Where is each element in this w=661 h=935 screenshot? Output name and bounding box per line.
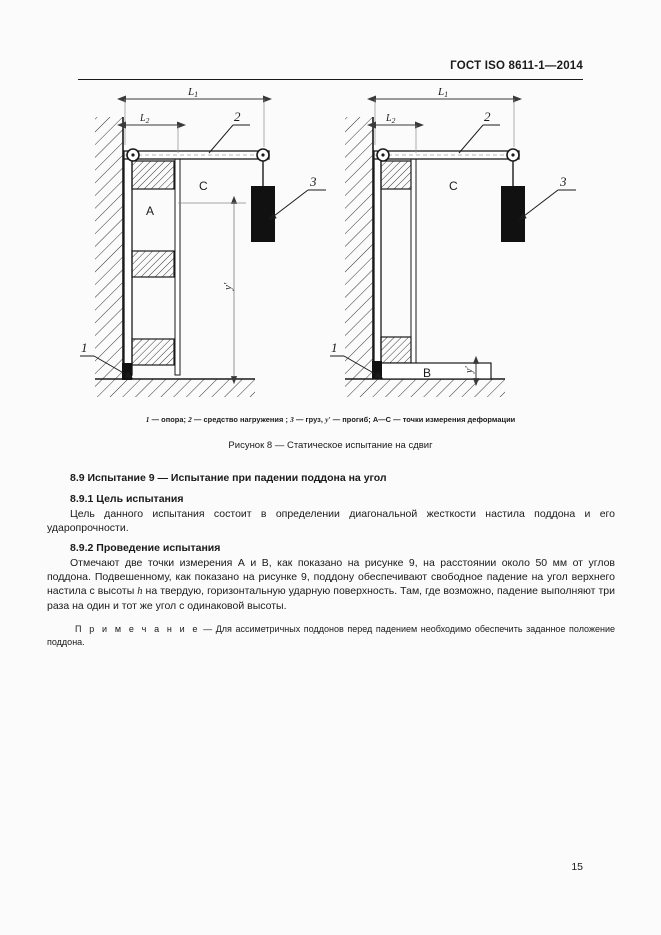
body-content: 8.9 Испытание 9 — Испытание при падении …	[47, 472, 615, 649]
note-text: Для ассиметричных поддонов перед падение…	[47, 623, 615, 647]
legend-item-1: 1	[145, 415, 150, 424]
loading-beam-left	[123, 148, 270, 162]
legend-item-3: 3	[290, 415, 294, 424]
ground-hatching-left	[95, 378, 255, 397]
label-L2-right: L2	[385, 113, 396, 125]
label-point-C: C	[199, 179, 208, 193]
weight-left	[251, 161, 275, 242]
dimension-y-left	[178, 195, 246, 385]
label-callout-1-right: 1	[331, 340, 338, 355]
callout-3-right	[518, 189, 576, 221]
label-point-C-right: C	[449, 179, 458, 193]
note-dash: —	[199, 623, 216, 634]
deck-blocks-right	[380, 160, 412, 364]
dimension-L1-right	[367, 95, 522, 147]
label-callout-3-right: 3	[559, 174, 567, 189]
legend-text-1: — опора;	[149, 415, 189, 424]
standard-header: ГОСТ ISO 8611-1—2014	[450, 60, 583, 72]
callout-2-right	[458, 124, 500, 154]
label-L1-right: L1	[437, 86, 448, 99]
label-L1: L1	[187, 86, 198, 99]
label-callout-3: 3	[309, 174, 317, 189]
dimension-L2-right	[367, 121, 424, 153]
ground-hatching-right	[345, 378, 505, 397]
symbol-h: h	[137, 586, 143, 598]
callout-1-left	[80, 355, 134, 379]
label-callout-2-right: 2	[484, 109, 491, 124]
legend-text-4: — прогиб; А—С — точки измерения деформац…	[330, 415, 516, 424]
loading-beam-right	[373, 148, 520, 162]
figure-caption: Рисунок 8 — Статическое испытание на сдв…	[228, 440, 433, 451]
left-diagram: L1 L2 2 3	[80, 86, 326, 397]
wall-hatching-right	[345, 117, 374, 379]
heading-8-9: 8.9 Испытание 9 — Испытание при падении …	[70, 472, 387, 484]
figure-legend: 1 — опора; 2 — средство нагружения ; 3 —…	[0, 415, 661, 424]
weight-right	[501, 161, 525, 242]
paragraph-8-9-1: Цель данного испытания состоит в определ…	[47, 508, 615, 535]
label-callout-2: 2	[234, 109, 241, 124]
label-point-B: B	[423, 366, 431, 380]
support-block-right	[372, 361, 382, 379]
dimension-L2-left	[117, 121, 186, 153]
legend-text-3: — груз,	[293, 415, 326, 424]
label-deflection-left: y′	[222, 282, 234, 291]
support-block-left	[122, 363, 132, 380]
header-rule	[78, 79, 583, 80]
paragraph-8-9-2-part-a: Отмечают две точки измерения А и В, как …	[47, 557, 615, 598]
paragraph-8-9-2-part-b: на твердую, горизонтальную ударную повер…	[47, 585, 615, 613]
legend-item-2: 2	[188, 415, 192, 424]
callout-3-left	[268, 189, 326, 221]
heading-8-9-1: 8.9.1 Цель испытания	[70, 493, 184, 505]
note-label: П р и м е ч а н и е	[75, 623, 200, 634]
callout-1-right	[330, 355, 384, 379]
wall-hatching-left	[95, 117, 124, 379]
label-point-A: A	[146, 204, 154, 218]
page-number: 15	[571, 861, 583, 873]
deck-blocks-left	[131, 160, 175, 366]
paragraph-8-9-2: Отмечают две точки измерения А и В, как …	[47, 556, 615, 613]
callout-2-left	[208, 124, 250, 154]
legend-item-y: y′	[325, 415, 331, 424]
shear-test-schematic: L1 L2 2 3	[80, 86, 576, 397]
heading-8-9-2: 8.9.2 Проведение испытания	[70, 542, 221, 555]
label-callout-1: 1	[81, 340, 88, 355]
figure-8-drawing: L1 L2 2 3	[78, 85, 583, 405]
label-L2: L2	[139, 113, 150, 125]
right-diagram: L1 L2 2 3	[330, 86, 576, 397]
note-block: П р и м е ч а н и е — Для ассиметричных …	[47, 623, 615, 649]
label-deflection-right: y′	[464, 366, 475, 374]
legend-text-2: — средство нагружения ;	[191, 415, 291, 424]
